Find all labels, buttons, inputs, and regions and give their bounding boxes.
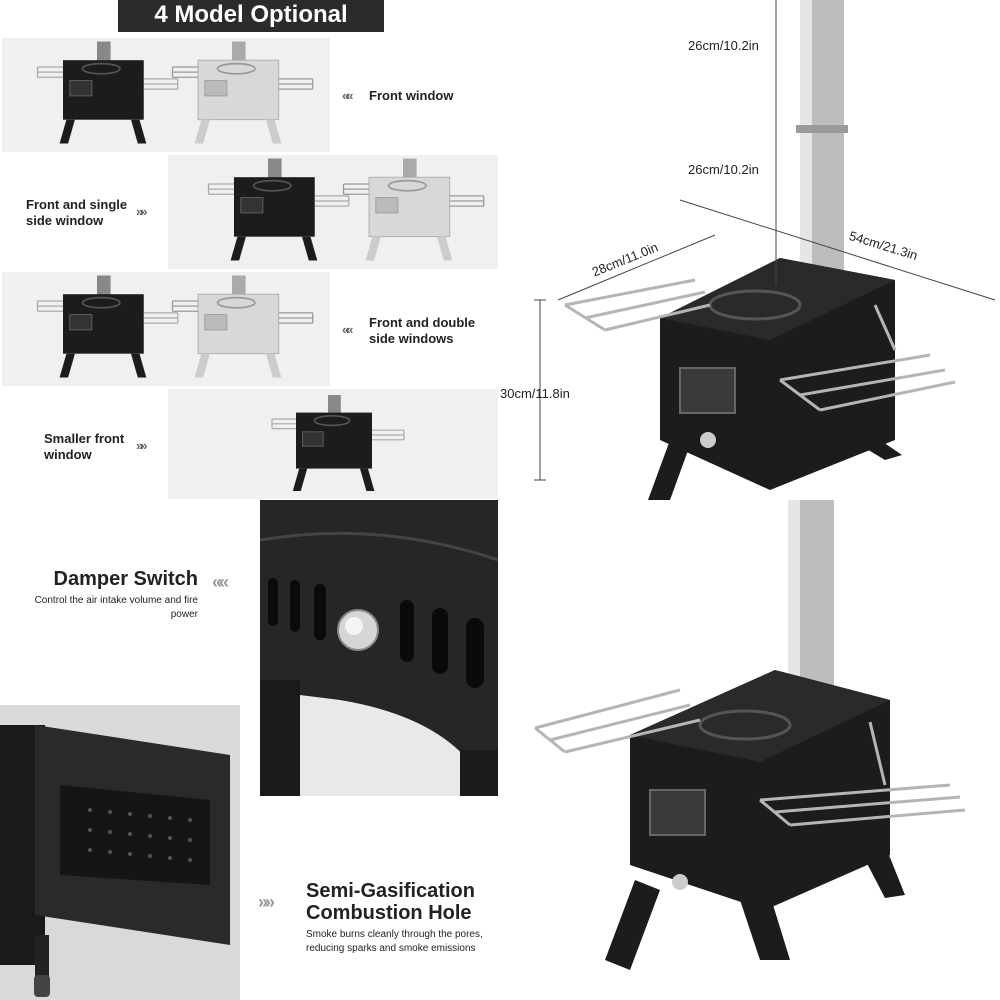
silver-stove-image [171, 274, 314, 379]
side-rack-left [564, 278, 711, 332]
chevron-left-icon: «« [342, 88, 354, 103]
model-label: Smaller front window [44, 431, 125, 462]
model-label: Front window [369, 88, 454, 103]
black-stove-image [36, 274, 179, 379]
stove-product-photo [534, 500, 966, 970]
chevron-left-icon: «« [212, 572, 229, 592]
silver-stove-image [342, 157, 485, 262]
damper-title: Damper Switch [53, 568, 198, 590]
chevron-right-icon: »» [258, 892, 275, 912]
stove-images [271, 394, 405, 492]
model-panel-front-window [2, 38, 330, 152]
chevron-right-icon: »» [136, 438, 148, 453]
black-stove-image [36, 40, 179, 145]
model-label: Front and single side window [26, 197, 128, 228]
combustion-chamber-photo [0, 705, 240, 1000]
chevron-left-icon: «« [342, 322, 354, 337]
model-label: Front and double side windows [369, 315, 476, 346]
black-stove-image [271, 394, 405, 492]
pipe-lower-dimension: 26cm/10.2in [688, 162, 759, 177]
stove-dimension-diagram [534, 0, 996, 500]
header-banner: 4 Model Optional [118, 0, 384, 32]
stove-images [36, 40, 314, 145]
damper-description: Control the air intake volume and fire p… [34, 595, 198, 620]
height-dimension: 30cm/11.8in [500, 386, 570, 401]
damper-closeup-photo [260, 500, 498, 796]
silver-stove-image [171, 40, 314, 145]
stove-images [36, 274, 314, 379]
stove-images [207, 157, 485, 262]
model-panel-double-side [2, 272, 330, 386]
black-stove-image [207, 157, 350, 262]
gasification-title: Semi-Gasification Combustion Hole [306, 880, 475, 924]
model-panel-single-side [168, 155, 498, 269]
side-rack-right [779, 304, 956, 412]
chevron-right-icon: »» [136, 204, 148, 219]
pipe-upper-dimension: 26cm/10.2in [688, 38, 759, 53]
gasification-description: Smoke burns cleanly through the pores, r… [306, 929, 483, 954]
model-panel-smaller-window [168, 389, 498, 499]
